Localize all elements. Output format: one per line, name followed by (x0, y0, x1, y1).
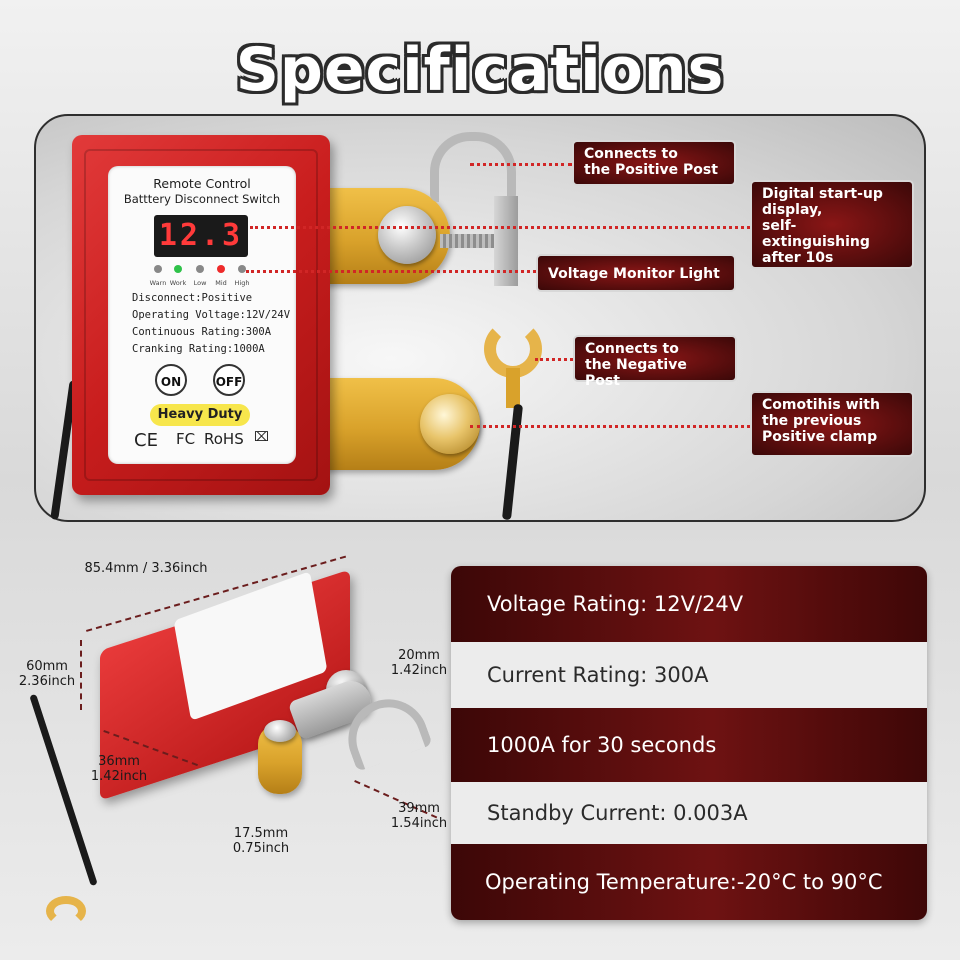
led-warn (154, 265, 162, 273)
label-title-1: Remote Control (153, 176, 251, 191)
callout-combine: Comotihis with the previous Positive cla… (750, 391, 914, 457)
led-label: Work (169, 279, 187, 287)
page-title: Specifications (235, 35, 725, 105)
leader-display (250, 226, 750, 229)
leader-combine (470, 425, 750, 428)
ce-mark: CE (134, 430, 158, 451)
dim-width: 85.4mm / 3.36inch (84, 561, 208, 576)
iso-ring-terminal (46, 896, 86, 926)
dim-height: 60mm 2.36inch (18, 659, 76, 689)
leader-voltage-light (246, 270, 536, 273)
led-low (196, 265, 204, 273)
iso-terminal-bolt (264, 720, 296, 742)
clamp-screw (440, 234, 500, 248)
heavy-duty-badge: Heavy Duty (150, 404, 250, 426)
iso-cable (29, 693, 98, 887)
off-button: OFF (213, 364, 245, 396)
label-title-2: Batttery Disconnect Switch (123, 192, 281, 206)
spec-row: Operating Temperature:-20°C to 90°C (451, 844, 927, 920)
led-label: High (234, 279, 250, 287)
callout-negative-post: Connects to the Negative Post (573, 335, 737, 389)
spec-row: Current Rating: 300A (451, 642, 927, 708)
led-high (238, 265, 246, 273)
weee-icon: ⌧ (254, 430, 269, 445)
device-spec-line: Cranking Rating:1000A (132, 343, 265, 355)
led-label: Mid (215, 279, 227, 287)
led-work (174, 265, 182, 273)
device-spec-line: Continuous Rating:300A (132, 326, 272, 338)
device-spec-line: Operating Voltage:12V/24V (132, 309, 291, 321)
dim-depth: 36mm 1.42inch (90, 754, 148, 784)
fc-mark: FC (176, 430, 196, 448)
callout-positive-post: Connects to the Positive Post (572, 140, 736, 186)
positive-clamp (430, 132, 516, 202)
positive-terminal-bolt (378, 206, 436, 264)
on-button: ON (155, 364, 187, 396)
device-spec-line: Disconnect:Positive (132, 292, 253, 304)
dim-clamp-length: 39mm 1.54inch (390, 801, 448, 831)
callout-voltage-light: Voltage Monitor Light (536, 254, 736, 292)
dim-terminal: 17.5mm 0.75inch (232, 826, 290, 856)
dim-line-height (80, 640, 82, 710)
leader-positive (470, 163, 572, 166)
led-label: Low (193, 279, 207, 287)
spec-row: Voltage Rating: 12V/24V (451, 566, 927, 642)
dim-clamp-width: 20mm 1.42inch (390, 648, 448, 678)
voltage-display: 12.3 (154, 215, 248, 257)
callout-display: Digital start-up display, self-extinguis… (750, 180, 914, 269)
led-mid (217, 265, 225, 273)
spec-row: Standby Current: 0.003A (451, 782, 927, 844)
rohs-mark: RoHS (204, 430, 244, 448)
negative-terminal-bolt (420, 394, 480, 454)
leader-negative (535, 358, 573, 361)
negative-terminal-stem (506, 368, 520, 408)
led-label: Warn (149, 279, 167, 287)
spec-list: Voltage Rating: 12V/24V Current Rating: … (451, 566, 927, 920)
spec-row: 1000A for 30 seconds (451, 708, 927, 782)
